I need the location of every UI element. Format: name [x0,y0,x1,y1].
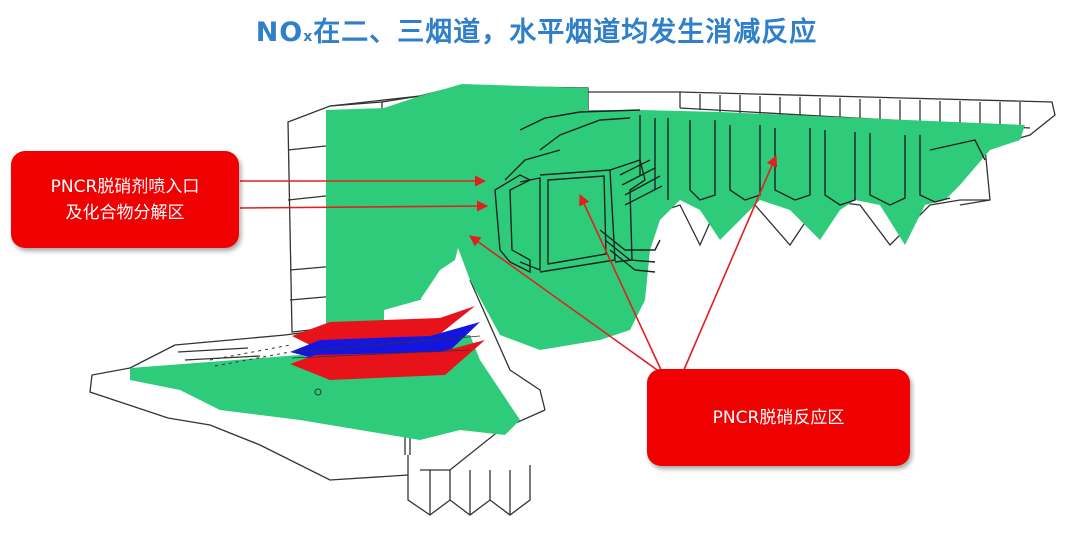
callout-inlet-line2: 及化合物分解区 [65,202,185,223]
title-lead: NO [255,17,304,48]
callout-reaction-label: PNCR脱硝反应区 [712,407,845,428]
arrow-reaction-2 [579,193,663,373]
callout-inlet-line1: PNCR脱硝剂喷入口 [50,176,200,197]
callout-injection-inlet: PNCR脱硝剂喷入口 及化合物分解区 [11,151,239,248]
red-plane-bottom [290,340,485,380]
page-title: NOx在二、三烟道，水平烟道均发生消减反应 [0,10,1073,49]
tube-bank [494,109,986,274]
arrow-inlet-lower [239,200,489,212]
arrow-reaction-1 [469,235,661,373]
title-subscript: x [303,29,314,45]
arrow-reaction-3 [682,154,778,373]
reaction-zone [130,84,1025,440]
injection-planes [209,306,485,396]
arrows [239,154,778,373]
callout-reaction-zone: PNCR脱硝反应区 [647,369,910,466]
title-rest: 在二、三烟道，水平烟道均发生消减反应 [313,17,818,48]
